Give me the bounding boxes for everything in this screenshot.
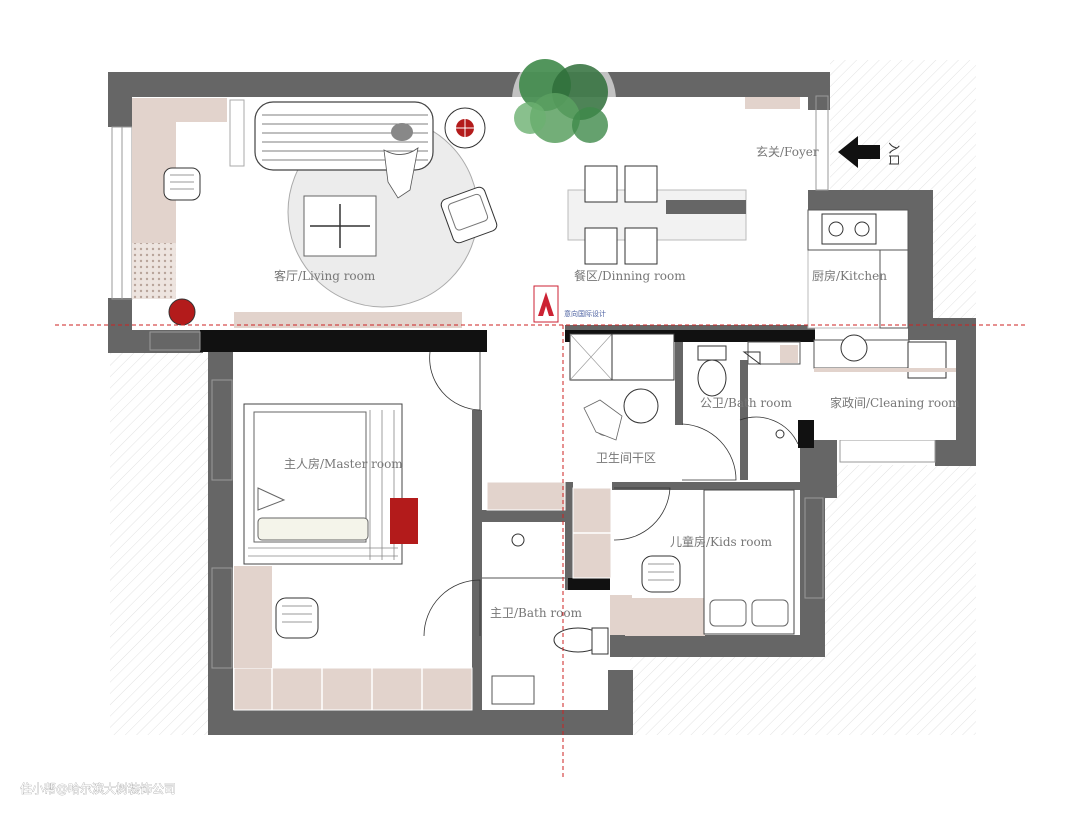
plant (512, 48, 616, 152)
wall-cleaning-bottom (935, 440, 976, 466)
label-dining-room: 餐区/Dinning room (574, 268, 686, 283)
wall-master-bath-top (482, 510, 568, 522)
kids-bed (703, 489, 795, 635)
master-room: 主人房/Master room (233, 351, 481, 711)
wardrobe-bottom (233, 667, 473, 711)
label-cleaning-room: 家政间/Cleaning room (830, 395, 960, 410)
master-bath-cabinet (486, 481, 566, 511)
dining-chair (584, 227, 618, 265)
foyer: 玄关/Foyer 入口 (756, 136, 901, 168)
wardrobe-left (234, 566, 272, 668)
wall-cleaning-right (955, 318, 976, 466)
label-living-room: 客厅/Living room (274, 268, 376, 283)
low-shelf (229, 99, 245, 167)
cleaning-room: 家政间/Cleaning room (813, 334, 960, 440)
stove-icon (821, 213, 877, 245)
door-swing-master (429, 351, 481, 411)
label-kids-room: 儿童房/Kids room (670, 534, 773, 549)
wall-bath-top (565, 325, 815, 333)
wall-top-right-return (808, 72, 830, 110)
bar-counter (666, 200, 746, 214)
red-stool (168, 298, 196, 326)
wall-kids-top (612, 482, 802, 490)
watermark: 住小帮@哈尔滨大树装饰公司 (20, 781, 176, 796)
dining-chair (584, 165, 618, 203)
wall-bath-mid (675, 325, 683, 425)
design-logo: 意向国际设计 (533, 285, 606, 323)
master-bath-sink (511, 533, 525, 547)
label-master-room: 主人房/Master room (284, 456, 403, 471)
desk-chair (163, 167, 201, 201)
red-cushion (390, 498, 418, 544)
wall-kids-left (565, 482, 573, 590)
washer (611, 333, 675, 381)
wall-bath-right (740, 360, 748, 480)
wall-bottom (208, 710, 633, 735)
kitchen-counter-side (879, 249, 909, 329)
logo-text: 意向国际设计 (564, 309, 606, 318)
side-table-red (444, 107, 486, 149)
wall-left-top (108, 72, 132, 127)
door-swing-bath-2 (739, 416, 799, 445)
dining-area: 餐区/Dinning room (567, 97, 800, 283)
master-bath-vanity (491, 675, 535, 705)
entry-arrow-icon (838, 136, 880, 168)
label-kitchen: 厨房/Kitchen (812, 268, 887, 283)
guide-lines (55, 324, 1028, 780)
dining-chair (624, 227, 658, 265)
windows (111, 95, 936, 669)
label-dry-area: 卫生间干区 (596, 451, 656, 465)
door-swing-master-bath (423, 579, 481, 637)
bay-cushion (132, 243, 176, 299)
wall-left-window-gap (208, 480, 233, 565)
sink-icon (840, 334, 868, 362)
entry-label: 入口 (887, 142, 901, 166)
kids-chair (641, 555, 681, 593)
toilet-icon (697, 345, 727, 397)
door-swing-bath (681, 423, 737, 481)
wall-bottom-right (610, 635, 825, 657)
label-foyer: 玄关/Foyer (756, 144, 819, 159)
round-basin (623, 388, 659, 424)
master-toilet-icon (553, 627, 609, 655)
foyer-cabinet (745, 97, 800, 109)
walls (108, 72, 976, 735)
washing-machine-icon (907, 341, 947, 379)
label-public-bath: 公卫/Bath room (700, 396, 793, 410)
lounge-chair (440, 186, 498, 244)
door-swing-kids (613, 487, 671, 541)
wall-bottom-notch (608, 670, 633, 735)
person-figure-bath (583, 399, 623, 441)
kids-room: 儿童房/Kids room (572, 487, 795, 636)
wall-master-bath-left (472, 410, 482, 710)
bathroom-public: 公卫/Bath room 卫生间干区 (569, 333, 801, 481)
kitchen: 厨房/Kitchen (807, 209, 909, 329)
coffee-table (303, 195, 377, 257)
living-room: 客厅/Living room (132, 98, 498, 328)
master-chair (275, 597, 319, 639)
wall-living-bottom-left (108, 330, 203, 353)
walls-black (200, 330, 815, 590)
wall-kitchen-right (908, 190, 933, 330)
wall-right-mid (800, 440, 837, 498)
master-bed (243, 403, 403, 565)
wall-right-lower (800, 490, 825, 657)
kids-desk (625, 598, 705, 636)
dining-chair (624, 165, 658, 203)
wall-top (108, 72, 830, 97)
label-master-bath: 主卫/Bath room (490, 606, 583, 620)
tv-cabinet (234, 312, 462, 328)
wall-kitchen-top (808, 190, 933, 210)
person-figure (383, 123, 419, 199)
